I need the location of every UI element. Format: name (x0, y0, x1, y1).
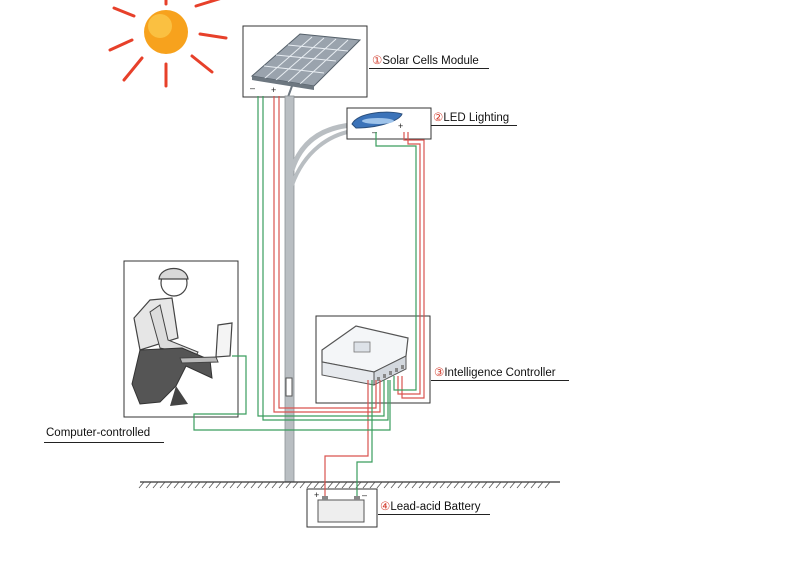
led-plus-terminal: + (398, 121, 403, 131)
label-number-4: ④ (380, 501, 391, 513)
label-text-battery: Lead-acid Battery (390, 501, 481, 513)
intelligence-controller-label: ③Intelligence Controller (434, 365, 556, 379)
battery-label-underline (378, 514, 490, 515)
controller-device-icon (321, 325, 409, 386)
solar-label-underline (369, 68, 489, 69)
controller-label-underline (431, 380, 569, 381)
label-number-2: ② (433, 112, 444, 124)
led-lamp-icon (351, 111, 403, 129)
solar-panel-icon (250, 33, 362, 98)
battery-plus-terminal: + (314, 490, 319, 500)
negative-wires (193, 96, 417, 496)
solar-minus-terminal: – (250, 83, 255, 93)
sun-icon (108, 0, 228, 88)
technician-with-laptop-icon (131, 267, 233, 406)
solar-cells-module-label: ①Solar Cells Module (372, 53, 479, 67)
label-number-3: ③ (434, 367, 445, 379)
battery-minus-terminal: – (362, 490, 367, 500)
led-lighting-label: ②LED Lighting (433, 110, 509, 124)
computer-controlled-label: Computer-controlled (46, 427, 150, 439)
led-label-underline (431, 125, 517, 126)
label-text-computer: Computer-controlled (46, 427, 151, 439)
positive-wires (273, 96, 425, 496)
label-text-controller: Intelligence Controller (444, 367, 556, 379)
solar-plus-terminal: + (271, 85, 276, 95)
ground-line (138, 481, 560, 489)
label-text-led: LED Lighting (443, 112, 510, 124)
label-number-1: ① (372, 55, 383, 67)
lead-acid-battery-label: ④Lead-acid Battery (380, 499, 480, 513)
street-light-pole (284, 95, 353, 483)
computer-label-underline (44, 442, 164, 443)
led-minus-terminal: – (372, 127, 377, 137)
label-text-solar: Solar Cells Module (382, 55, 479, 67)
battery-icon (317, 496, 365, 523)
